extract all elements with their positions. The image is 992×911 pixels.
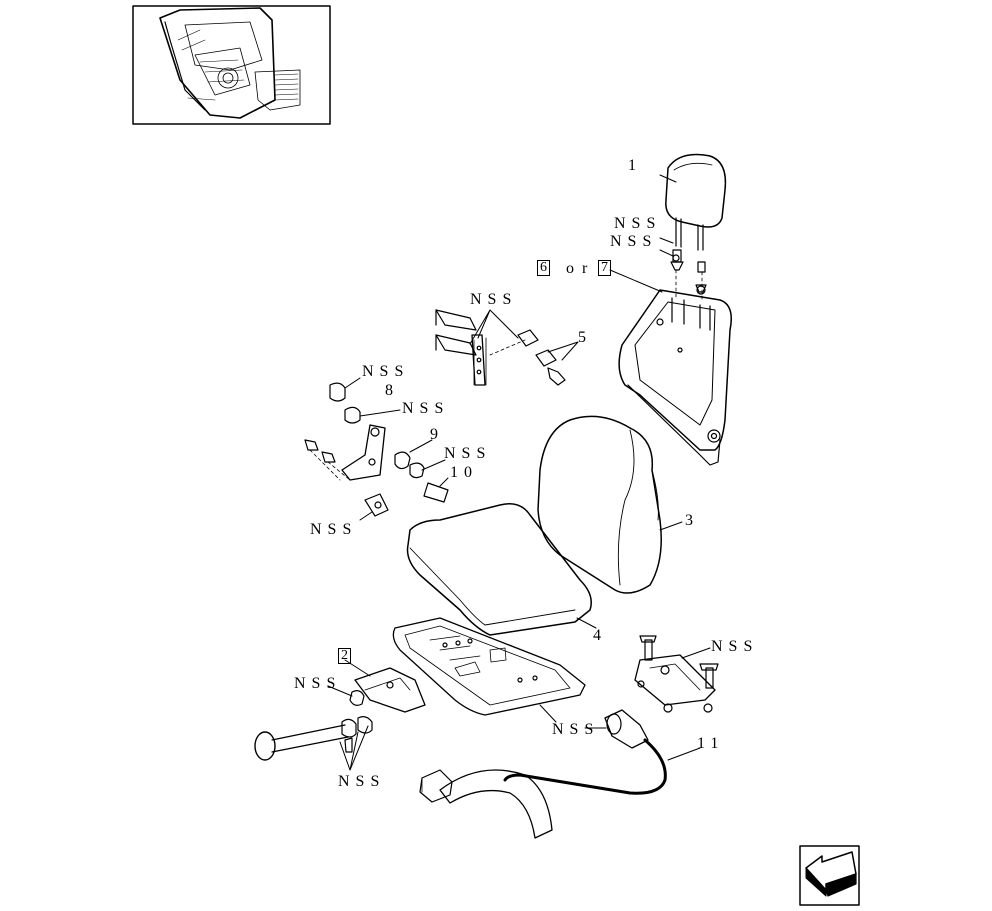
bracket-assembly <box>435 309 579 386</box>
label-nss-headrest-b: NSS <box>610 233 658 250</box>
curved-cover <box>419 769 553 839</box>
seat-cushion <box>406 503 597 636</box>
mounting-bracket <box>634 635 719 713</box>
cab-thumbnail-icon[interactable] <box>132 5 331 125</box>
label-box-6: 6 <box>537 260 550 276</box>
label-nss-10: NSS <box>444 445 492 462</box>
label-or: or <box>566 260 596 277</box>
lever-assembly <box>327 659 426 713</box>
label-nss-lever: NSS <box>294 675 342 692</box>
label-nss-plate: NSS <box>711 638 759 655</box>
adjustment-knob <box>254 716 373 771</box>
label-nss-hinge: NSS <box>310 521 358 538</box>
label-item-9: 9 <box>430 426 444 443</box>
label-nss-bracket: NSS <box>470 291 518 308</box>
label-nss-8: NSS <box>362 363 410 380</box>
label-item-10: 10 <box>450 464 478 481</box>
label-item-8: 8 <box>385 382 399 399</box>
label-box-2: 2 <box>338 648 351 664</box>
back-arrow-icon[interactable] <box>799 845 860 906</box>
label-nss-base: NSS <box>552 721 600 738</box>
backrest-frame <box>609 269 732 466</box>
headrest-clips <box>659 237 707 301</box>
seat-switch-cable <box>503 709 701 795</box>
seat-base <box>392 617 586 723</box>
label-item-3: 3 <box>685 512 699 529</box>
label-item-5: 5 <box>578 329 592 346</box>
label-item-11: 11 <box>697 735 725 752</box>
label-nss-9: NSS <box>402 400 450 417</box>
headrest <box>659 153 727 251</box>
label-box-7: 7 <box>598 260 611 276</box>
hinge-parts <box>304 377 449 521</box>
label-item-1: 1 <box>628 157 642 174</box>
label-nss-knob: NSS <box>338 773 386 790</box>
label-item-4: 4 <box>593 627 607 644</box>
backrest-cushion <box>537 415 683 594</box>
label-nss-headrest-a: NSS <box>614 215 662 232</box>
